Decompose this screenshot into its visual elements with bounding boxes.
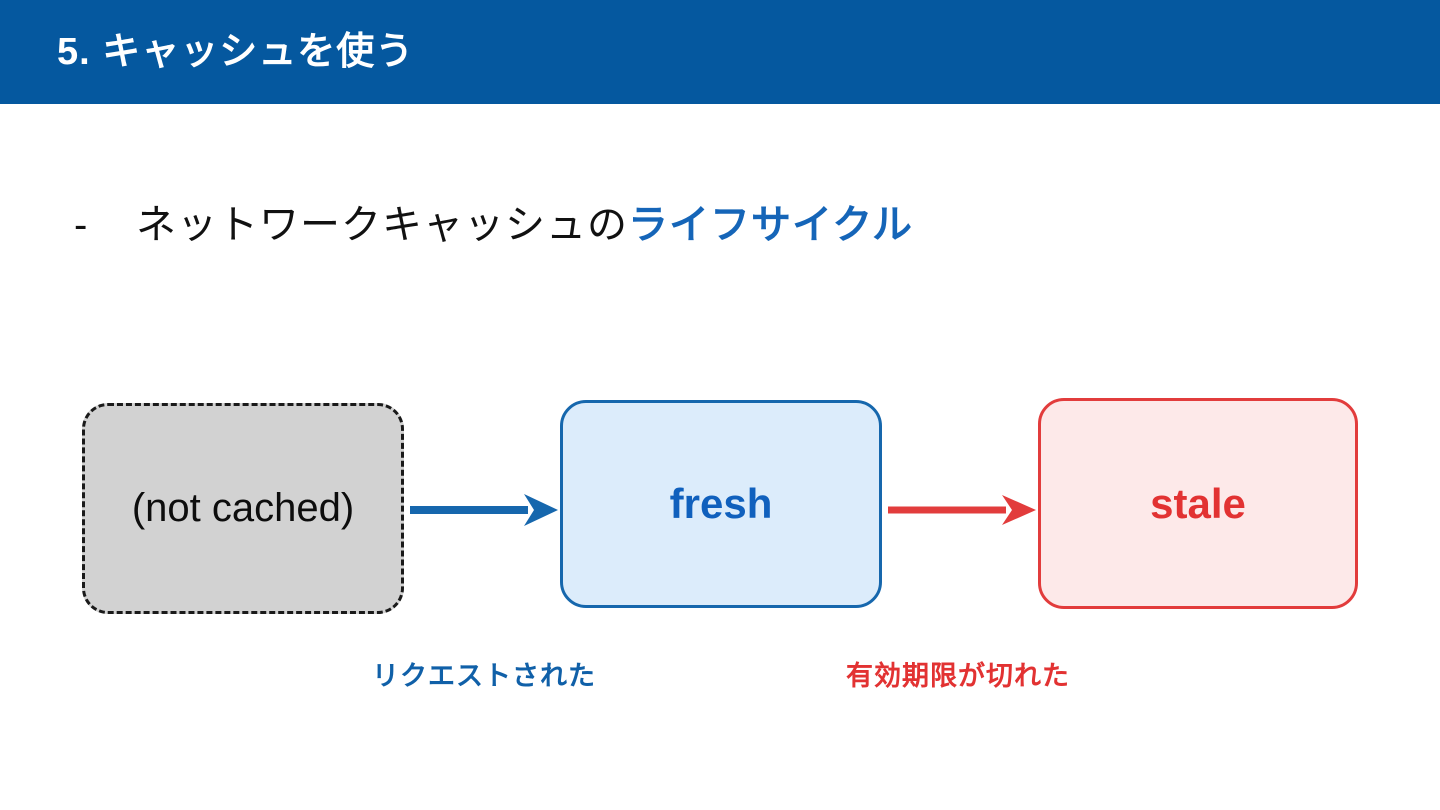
state-node-fresh: fresh	[560, 400, 882, 608]
arrow-fresh-to-stale	[888, 495, 1036, 525]
bullet-accent-text: ライフサイクル	[628, 203, 913, 247]
state-node-stale: stale	[1038, 398, 1358, 609]
bullet-marker: -	[74, 203, 88, 247]
state-node-not-cached-label: (not cached)	[131, 486, 355, 530]
state-node-not-cached: (not cached)	[82, 403, 404, 614]
arrow-not-cached-to-fresh	[410, 494, 558, 526]
state-node-fresh-label: fresh	[669, 480, 773, 527]
page-title: 5. キャッシュを使う	[57, 31, 415, 73]
state-node-stale-label: stale	[1150, 479, 1246, 527]
edge-label-request: リクエストされた	[372, 661, 596, 691]
bullet-text: ネットワークキャッシュの	[136, 203, 628, 247]
slide-header-bar: 5. キャッシュを使う	[0, 0, 1440, 104]
edge-label-expire: 有効期限が切れた	[846, 661, 1070, 691]
bullet-line: - ネットワークキャッシュの ライフサイクル	[74, 196, 913, 254]
